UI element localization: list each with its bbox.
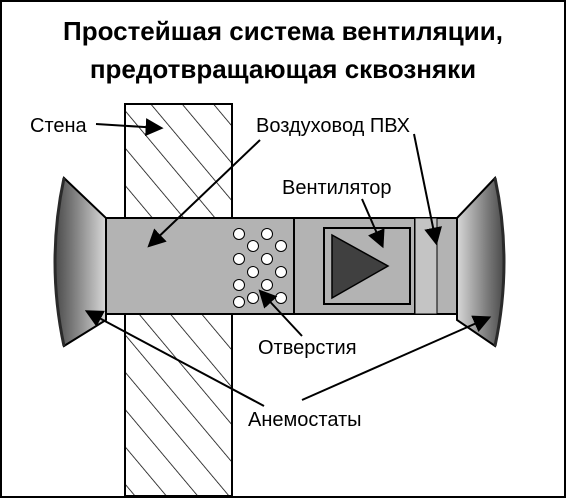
hole [275,240,287,252]
arrow-duct [147,139,261,248]
label-fan: Вентилятор [282,177,392,199]
arrow-anemostat-right [301,315,492,401]
hole [247,240,259,252]
hole [261,228,273,240]
holes-group [233,228,287,308]
hole [233,253,245,265]
title-line-1: Простейшая система вентиляции, [63,16,503,46]
hole [275,292,287,304]
arrow-duct-right [413,133,442,246]
label-wall: Стена [30,115,88,137]
hole [247,292,259,304]
label-holes: Отверстия [258,337,357,359]
hole [247,266,259,278]
arrow-fan [361,198,385,249]
anemostat-right-rim [493,177,506,347]
hole [233,228,245,240]
hole [275,266,287,278]
title-line-2: предотвращающая сквозняки [90,54,476,84]
hole [261,279,273,291]
hole [261,253,273,265]
hole [233,279,245,291]
label-anemostats: Анемостаты [248,409,362,431]
arrow-holes [258,289,303,337]
anemostat-left-rim [53,177,66,347]
hole [233,296,245,308]
arrow-anemostat-left [84,310,265,407]
anemostat-left [54,176,107,348]
fan-triangle [331,233,390,300]
arrow-wall [95,118,164,137]
label-duct: Воздуховод ПВХ [256,115,410,137]
